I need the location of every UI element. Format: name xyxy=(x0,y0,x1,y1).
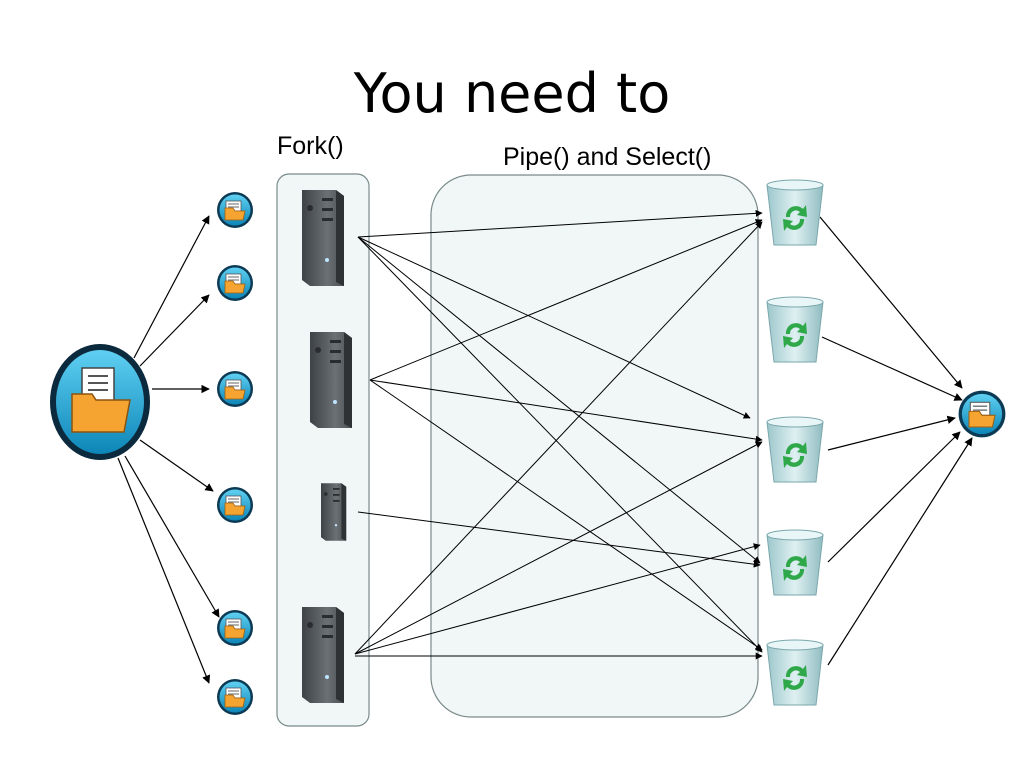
fork-arrows xyxy=(117,215,220,684)
server-tower-icon xyxy=(310,332,352,428)
child-folder-icon xyxy=(216,191,254,229)
child-folder-icon xyxy=(216,370,254,408)
recycle-bin-icon xyxy=(766,529,824,596)
server-tower-icon xyxy=(302,607,344,703)
source-folder-icon xyxy=(50,344,150,460)
child-folder-icon xyxy=(216,264,254,302)
child-folder-icon xyxy=(216,486,254,524)
fork-panel xyxy=(276,173,370,727)
child-folder-icon xyxy=(216,678,254,716)
slide-title: You need to xyxy=(353,62,671,125)
pipe-select-label: Pipe() and Select() xyxy=(503,143,712,171)
fork-label: Fork() xyxy=(277,132,344,160)
pipe-select-panel xyxy=(430,174,759,718)
pipe-arrows xyxy=(354,209,763,660)
server-tower-icon xyxy=(321,483,347,541)
child-folder-icon xyxy=(216,609,254,647)
recycle-bin-icon xyxy=(766,296,824,363)
recycle-bin-icon xyxy=(766,416,824,483)
result-folder-icon xyxy=(957,389,1007,439)
recycle-bin-icon xyxy=(766,179,824,246)
merge-arrows xyxy=(819,216,973,666)
server-tower-icon xyxy=(302,190,344,286)
recycle-bin-icon xyxy=(766,639,824,706)
